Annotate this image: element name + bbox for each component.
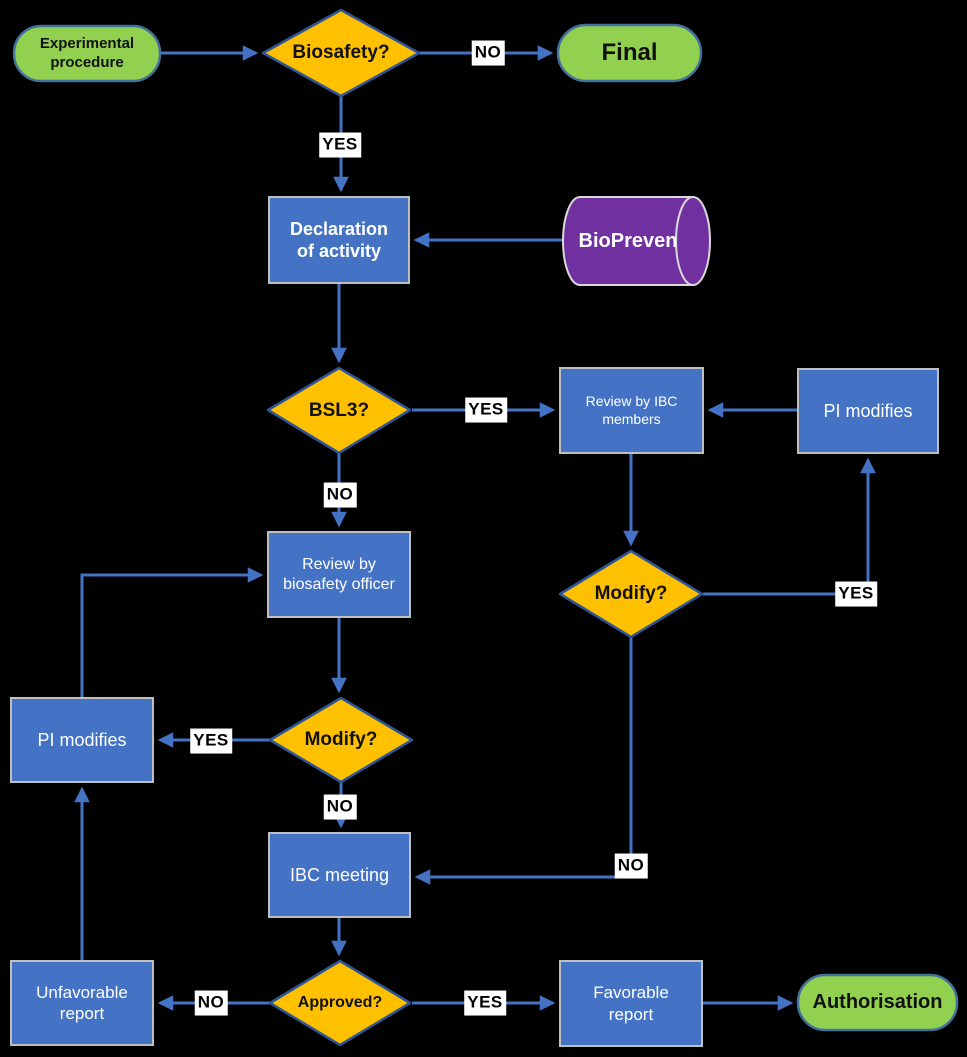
edge-label-approved-yes: YES: [464, 990, 506, 1016]
node-final-shape: [556, 23, 703, 83]
node-unfavorable-report-shape: [10, 960, 154, 1046]
node-declaration-of-activity-shape: [268, 196, 410, 284]
edge-label-modify-ibc-no: NO: [614, 853, 648, 879]
node-review-biosafety-officer-shape: [267, 531, 411, 618]
edge-label-modify-bso-no: NO: [323, 794, 357, 820]
edge-label-modify-bso-yes: YES: [190, 728, 232, 754]
node-biopreven-datastore-shape: [562, 196, 711, 286]
node-ibc-meeting-shape: [268, 832, 411, 918]
node-experimental-procedure-shape: [12, 24, 162, 83]
node-modify-bso-decision-shape: [268, 696, 414, 784]
node-pi-modifies-right-shape: [797, 368, 939, 454]
biopreven-cap-arc: [675, 196, 694, 286]
edge-label-biosafety-no: NO: [471, 40, 505, 66]
edge-label-bsl3-no: NO: [323, 482, 357, 508]
node-biosafety-decision-shape: [261, 8, 421, 98]
edge-modify-right-no-ibc-meeting: [414, 637, 633, 885]
edge-label-bsl3-yes: YES: [465, 397, 507, 423]
node-modify-ibc-decision-shape: [558, 549, 704, 639]
node-review-ibc-members-shape: [559, 367, 704, 454]
edge-label-biosafety-yes: YES: [319, 132, 361, 158]
node-bsl3-decision-shape: [266, 366, 412, 455]
edge-label-approved-no: NO: [194, 990, 228, 1016]
node-pi-modifies-left-shape: [10, 697, 154, 783]
node-approved-decision-shape: [268, 959, 412, 1047]
node-favorable-report-shape: [559, 960, 703, 1047]
edge-modify-right-yes-pi-modifies: [703, 457, 876, 596]
edge-pi-modifies-left-to-review-bso: [80, 567, 264, 698]
edge-label-modify-ibc-yes: YES: [835, 581, 877, 607]
node-authorisation-shape: [796, 973, 959, 1032]
